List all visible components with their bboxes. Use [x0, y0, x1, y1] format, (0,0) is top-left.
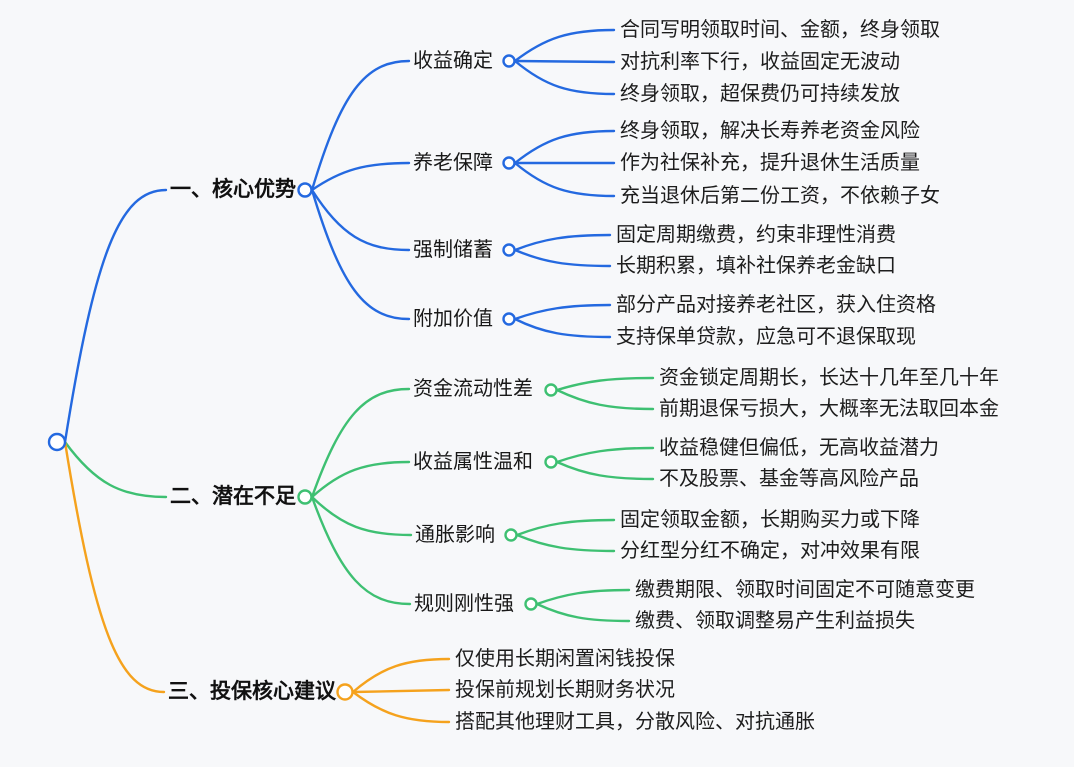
branch3-node-dot[interactable] — [336, 683, 354, 701]
forced-saving-node-dot[interactable] — [502, 243, 516, 257]
connector — [535, 602, 631, 623]
topic-inflation-impact[interactable]: 通胀影响 — [415, 524, 495, 546]
connector — [310, 460, 411, 499]
connector — [513, 59, 616, 64]
leaf-item[interactable]: 固定领取金额，长期购买力或下降 — [620, 509, 920, 531]
leaf-item[interactable]: 长期积累，填补社保养老金缺口 — [616, 255, 896, 277]
leaf-item[interactable]: 支持保单贷款，应急可不退保取现 — [616, 326, 916, 348]
topic-income-certainty[interactable]: 收益确定 — [413, 50, 493, 72]
connector — [310, 495, 412, 606]
rigid-rules-node-dot[interactable] — [524, 597, 538, 611]
connector — [310, 188, 411, 321]
income-certainty-node-dot[interactable] — [502, 54, 516, 68]
connector — [63, 440, 166, 694]
leaf-item[interactable]: 充当退休后第二份工资，不依赖子女 — [620, 185, 940, 207]
pension-protection-node-dot[interactable] — [502, 156, 516, 170]
topic-forced-saving[interactable]: 强制储蓄 — [413, 239, 493, 261]
branch2-node-dot[interactable] — [297, 489, 313, 505]
leaf-item[interactable]: 分红型分红不确定，对冲效果有限 — [620, 540, 920, 562]
connector — [513, 233, 612, 252]
leaf-item[interactable]: 终身领取，解决长寿养老资金风险 — [620, 120, 920, 142]
leaf-item[interactable]: 缴费期限、领取时间固定不可随意变更 — [635, 579, 975, 601]
connector — [513, 303, 612, 321]
inflation-impact-node-dot[interactable] — [504, 528, 518, 542]
root-node-dot[interactable] — [47, 432, 67, 452]
branch-1-core-advantages[interactable]: 一、核心优势 — [170, 178, 296, 201]
connector — [310, 495, 413, 537]
added-value-node-dot[interactable] — [502, 312, 516, 326]
connector — [555, 388, 655, 411]
topic-poor-liquidity[interactable]: 资金流动性差 — [413, 378, 533, 400]
connector — [555, 460, 655, 481]
connector — [351, 657, 451, 694]
branch1-node-dot[interactable] — [297, 182, 313, 198]
connector — [515, 533, 616, 553]
topic-mild-returns[interactable]: 收益属性温和 — [413, 451, 533, 473]
poor-liquidity-node-dot[interactable] — [544, 383, 558, 397]
connector — [513, 129, 616, 165]
topic-added-value[interactable]: 附加价值 — [413, 308, 493, 330]
leaf-item[interactable]: 缴费、领取调整易产生利益损失 — [635, 610, 915, 632]
leaf-item[interactable]: 合同写明领取时间、金额，终身领取 — [620, 19, 940, 41]
connector — [310, 188, 411, 252]
branch3-wires — [63, 440, 451, 724]
connector — [513, 248, 612, 268]
connector — [310, 59, 411, 192]
leaf-item[interactable]: 前期退保亏损大，大概率无法取回本金 — [659, 398, 999, 420]
connector — [513, 161, 616, 198]
leaf-item[interactable]: 不及股票、基金等高风险产品 — [659, 468, 919, 490]
topic-rigid-rules[interactable]: 规则刚性强 — [414, 593, 514, 615]
leaf-item[interactable]: 对抗利率下行，收益固定无波动 — [620, 51, 900, 73]
leaf-item[interactable]: 终身领取，超保费仍可持续发放 — [620, 83, 900, 105]
connector — [63, 440, 168, 499]
connector — [513, 59, 616, 96]
leaf-item[interactable]: 资金锁定周期长，长达十几年至几十年 — [659, 367, 999, 389]
leaf-item[interactable]: 作为社保补充，提升退休生活质量 — [620, 152, 920, 174]
leaf-item[interactable]: 投保前规划长期财务状况 — [455, 679, 675, 701]
connector — [513, 28, 616, 63]
connector — [310, 161, 411, 192]
leaf-item[interactable]: 仅使用长期闲置闲钱投保 — [455, 648, 675, 670]
connector — [535, 588, 631, 606]
branch-2-potential-drawbacks[interactable]: 二、潜在不足 — [170, 485, 296, 508]
connector — [555, 376, 655, 392]
topic-pension-protection[interactable]: 养老保障 — [413, 152, 493, 174]
branch2-wires — [63, 376, 655, 623]
connector — [351, 690, 451, 724]
branch1-wires — [63, 28, 616, 444]
connector — [351, 688, 451, 694]
branch-3-application-advice[interactable]: 三、投保核心建议 — [168, 680, 336, 703]
node-dots — [47, 54, 558, 701]
leaf-item[interactable]: 收益稳健但偏低，无高收益潜力 — [659, 437, 939, 459]
leaf-item[interactable]: 固定周期缴费，约束非理性消费 — [616, 224, 896, 246]
connector — [555, 446, 655, 464]
leaf-item[interactable]: 部分产品对接养老社区，获入住资格 — [616, 294, 936, 316]
connector — [63, 188, 168, 444]
connector — [515, 518, 616, 537]
connector — [513, 317, 612, 339]
leaf-item[interactable]: 搭配其他理财工具，分散风险、对抗通胀 — [455, 711, 815, 733]
mild-returns-node-dot[interactable] — [544, 455, 558, 469]
connector — [310, 387, 411, 499]
